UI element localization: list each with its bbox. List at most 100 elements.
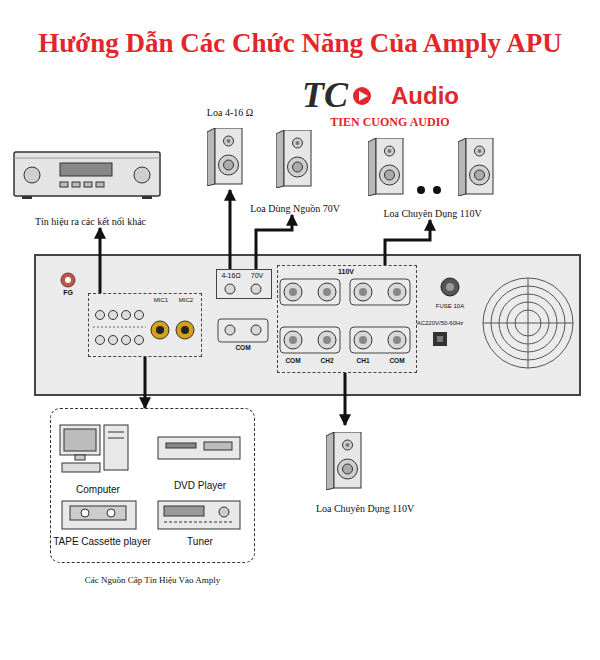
amplifier-rear xyxy=(61,273,75,287)
speaker-icon xyxy=(368,138,403,196)
node-label: Computer xyxy=(74,483,122,496)
tape-icon xyxy=(62,501,136,529)
logo-text: TC xyxy=(302,74,348,116)
speaker-icon xyxy=(276,130,311,188)
mic-jack xyxy=(156,326,164,334)
power-label: AC220V/50-60Hz xyxy=(417,320,464,326)
speaker-terminal xyxy=(225,325,235,335)
receiver-device xyxy=(14,152,160,199)
speaker-terminal xyxy=(284,331,302,349)
node-label: Loa Chuyên Dụng 110V xyxy=(381,207,483,220)
node-label: Loa 4-16 Ω xyxy=(205,106,255,119)
computer-icon xyxy=(75,455,85,460)
diagram-title: Hướng Dẫn Các Chức Năng Của Amply APU xyxy=(0,28,600,59)
fuse-holder xyxy=(441,278,459,296)
terminal-group: 110V xyxy=(277,265,417,373)
speaker-terminal xyxy=(350,327,410,353)
dvd-icon xyxy=(158,437,240,459)
speaker-icon xyxy=(207,128,242,186)
speaker-group: Loa 4-16 Ω xyxy=(195,106,265,190)
speaker-terminal xyxy=(323,336,331,344)
receiver-device xyxy=(14,158,160,159)
speaker-terminal xyxy=(350,279,410,305)
ellipsis-dots xyxy=(417,186,425,194)
dvd-icon xyxy=(158,437,240,459)
tuner-icon xyxy=(219,507,229,517)
tape-icon xyxy=(70,506,126,520)
output-device: Tín hiệu ra các kết nối khác xyxy=(8,148,173,228)
speaker-terminal xyxy=(318,331,336,349)
speaker-terminal xyxy=(388,283,406,301)
speaker-terminal xyxy=(323,288,331,296)
node-label: Loa Dùng Nguồn 70V xyxy=(248,202,342,215)
computer-icon xyxy=(60,425,128,472)
rca-jack xyxy=(122,311,131,320)
rca-jack xyxy=(135,336,144,345)
computer-icon xyxy=(108,438,124,439)
power-socket xyxy=(437,336,443,342)
speaker-terminal xyxy=(359,288,367,296)
amplifier-rear xyxy=(65,277,71,283)
rca-jack xyxy=(93,311,146,345)
terminal-label: CH2 xyxy=(320,357,333,364)
receiver-device xyxy=(60,163,112,176)
mic-jack xyxy=(181,326,189,334)
speaker-icon xyxy=(326,432,361,490)
signal-arrow xyxy=(229,190,232,269)
power-socket xyxy=(433,332,447,346)
signal-arrow xyxy=(385,220,430,265)
speaker-group: Loa Chuyên Dụng 110V xyxy=(300,425,430,515)
computer-icon xyxy=(104,425,128,470)
tape-icon xyxy=(81,509,89,517)
tuner-icon xyxy=(158,501,240,529)
receiver-device xyxy=(142,196,152,199)
terminal-label: COM xyxy=(389,357,404,364)
terminal-label: COM xyxy=(285,357,300,364)
speaker-group: Loa Dùng Nguồn 70V xyxy=(240,126,350,215)
node-label: Tuner xyxy=(185,535,215,548)
speaker-icon xyxy=(458,138,493,196)
signal-arrow xyxy=(144,357,147,408)
tape-icon xyxy=(107,509,115,517)
terminal-group: 4-16Ω70V xyxy=(216,269,272,299)
receiver-device xyxy=(24,167,40,183)
power-socket xyxy=(433,332,447,346)
fuse-holder xyxy=(441,278,459,296)
tuner-icon xyxy=(164,522,234,523)
receiver-device xyxy=(72,182,80,187)
rca-jack xyxy=(96,311,105,320)
logo-text: Audio xyxy=(391,82,459,110)
speaker-terminal xyxy=(354,283,372,301)
node-label: DVD Player xyxy=(172,479,228,492)
signal-arrow xyxy=(99,228,102,293)
amplifier-panel: FGMIC1MIC24-16Ω70V110V xyxy=(35,255,580,395)
computer-icon xyxy=(60,425,100,455)
speaker-terminal xyxy=(354,331,372,349)
speaker-terminal xyxy=(280,279,340,305)
logo-mark xyxy=(353,87,371,105)
ellipsis-dots xyxy=(433,186,441,194)
node-label: Loa Chuyên Dụng 110V xyxy=(314,502,416,515)
tape-icon xyxy=(62,501,136,529)
source-device: TAPE Cassette player xyxy=(48,498,156,548)
receiver-device xyxy=(96,182,104,187)
speaker-terminal xyxy=(393,288,401,296)
speaker-terminal xyxy=(251,325,261,335)
logo-text: TIEN CUONG AUDIO xyxy=(330,115,449,130)
speaker-terminal xyxy=(225,284,235,294)
rca-jack xyxy=(135,311,144,320)
fan-grille xyxy=(483,278,573,368)
logo-mark xyxy=(359,91,368,101)
speaker-terminal xyxy=(393,336,401,344)
amplifier-rear xyxy=(35,255,580,395)
node-label: 110V xyxy=(338,268,354,275)
mic-jack xyxy=(176,321,194,339)
fan-grille xyxy=(483,278,573,368)
source-device: Computer xyxy=(56,420,140,496)
tuner-icon xyxy=(158,501,240,529)
source-device: Tuner xyxy=(152,498,248,548)
computer-icon xyxy=(62,463,100,472)
